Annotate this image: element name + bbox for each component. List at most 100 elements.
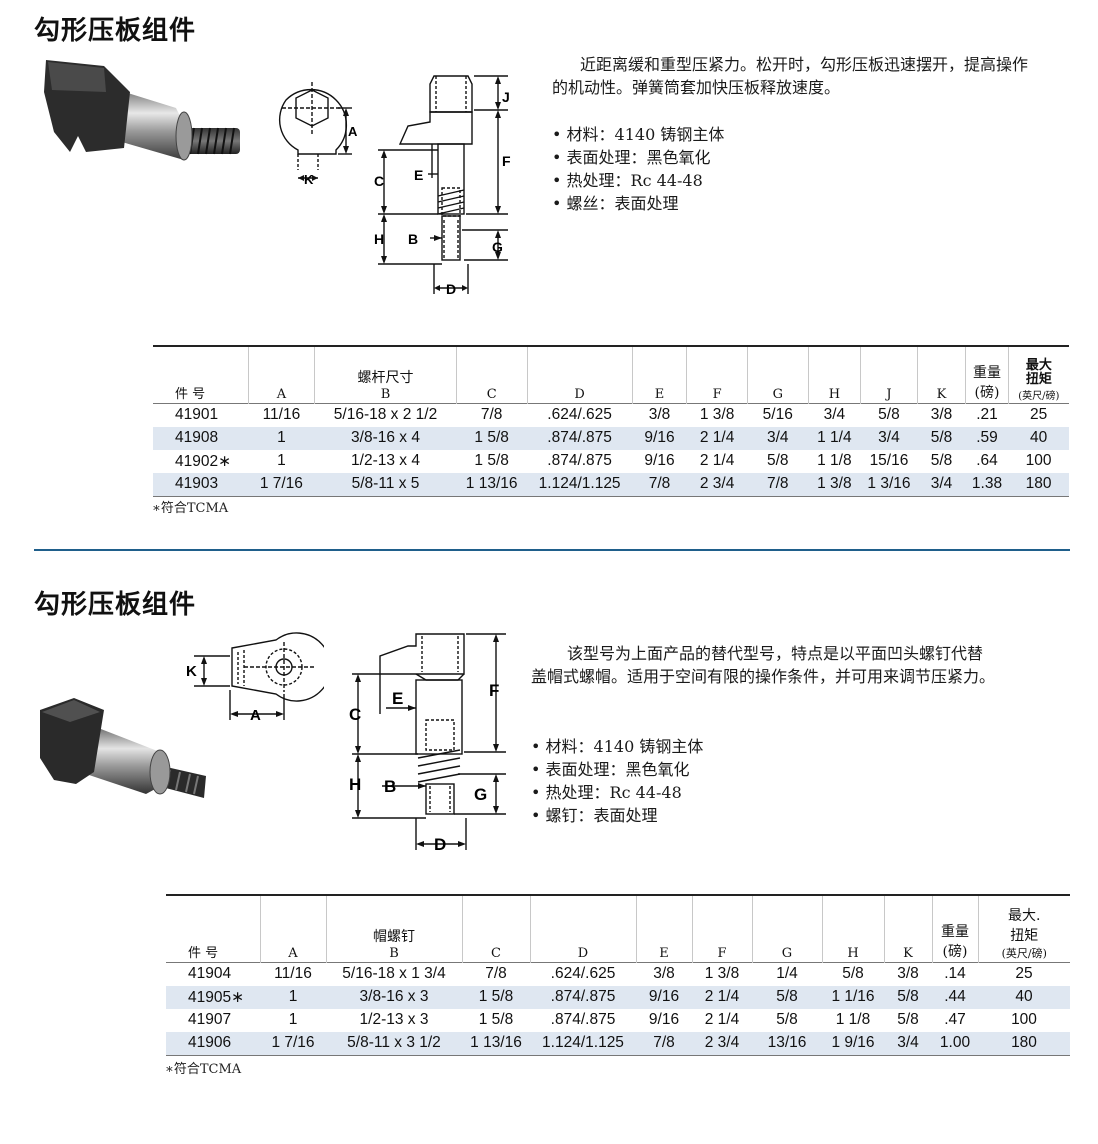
table-cell: 2 3/4	[692, 1031, 752, 1055]
table-cell: 180	[1008, 472, 1069, 496]
table-cell: 2 1/4	[699, 452, 735, 469]
table-cell: 3/8-16 x 4	[314, 426, 457, 450]
part-number-cell: 41908	[153, 426, 249, 450]
table-cell: 3/8	[653, 965, 675, 982]
table-cell: .874/.875	[530, 985, 636, 1009]
table-cell: 1	[288, 1011, 298, 1028]
table-cell: .874/.875	[547, 452, 612, 469]
part-number-cell: 41903	[153, 472, 249, 496]
label-K-2: K	[186, 663, 197, 680]
table-cell: 2 3/4	[686, 472, 748, 496]
label-C: C	[374, 173, 384, 189]
table-cell: 40	[1008, 426, 1069, 450]
table-cell: 7/8	[636, 1031, 692, 1055]
section2-features: 材料：4140 铸钢主体 表面处理：黑色氧化 热处理：Rc 44-48 螺钉：表…	[531, 735, 704, 827]
table-cell: 1 5/8	[462, 985, 530, 1009]
table-cell: .874/.875	[550, 1011, 616, 1028]
side-view-diagram-1: J F C E H B G D	[374, 75, 511, 297]
table-cell: 3/4	[823, 406, 846, 423]
table-cell: 1 3/8	[704, 965, 740, 982]
col-D: D	[526, 346, 633, 403]
col-torque-2: 最大.扭矩(英尺/磅)	[977, 895, 1070, 962]
table-cell: .47	[944, 1011, 966, 1028]
tcma-note-2: ∗符合TCMA	[165, 1062, 242, 1077]
table-cell: 1 7/16	[248, 472, 315, 496]
col-weight: 重量(磅)	[965, 346, 1009, 403]
table-cell: 1	[248, 426, 315, 450]
table-cell: 9/16	[644, 452, 675, 469]
label-E-2: E	[392, 689, 403, 708]
table-cell: 7/8	[480, 406, 503, 423]
feature-finish-2: 表面处理：黑色氧化	[531, 758, 703, 781]
table-cell: 5/8	[776, 1011, 798, 1028]
table-cell: 1 1/16	[822, 985, 884, 1009]
section2-title: 勾形压板组件	[34, 590, 197, 620]
table-cell: 1/2-13 x 3	[359, 1011, 429, 1028]
table-cell: 1.124/1.125	[530, 1031, 636, 1055]
table-cell: 1 3/8	[699, 406, 735, 423]
table-cell: 2 1/4	[704, 1011, 740, 1028]
feature-screw: 螺丝：表面处理	[552, 192, 724, 215]
col-H-2: H	[821, 895, 884, 962]
table-cell: 15/16	[869, 452, 909, 469]
table-cell: .624/.625	[550, 965, 616, 982]
table-cell: 9/16	[632, 426, 687, 450]
table-cell: 11/16	[274, 965, 312, 982]
hook-clamp-photo-2	[40, 698, 206, 798]
table-cell: .59	[965, 426, 1009, 450]
table-cell: 1.00	[932, 1031, 978, 1055]
table-cell: 100	[1025, 452, 1052, 469]
label-C-2: C	[349, 705, 361, 724]
feature-heat-treat: 热处理：Rc 44-48	[552, 169, 724, 192]
table-cell: .44	[932, 985, 978, 1009]
col-G: G	[746, 346, 809, 403]
table-cell: 1 13/16	[462, 1031, 530, 1055]
label-B: B	[408, 231, 418, 247]
table-cell: 1 13/16	[456, 472, 528, 496]
part-number-cell: 41905∗	[166, 985, 260, 1009]
feature-heat-treat-2: 热处理：Rc 44-48	[531, 781, 703, 804]
tcma-note-1: ∗符合TCMA	[152, 501, 229, 516]
label-J: J	[502, 89, 510, 105]
table-cell: 7/8	[632, 472, 687, 496]
table-cell: 13/16	[752, 1031, 822, 1055]
col-H: H	[807, 346, 861, 403]
table-cell: .874/.875	[527, 426, 633, 450]
table-cell: 3/4	[884, 1031, 932, 1055]
table-cell: 5/8	[930, 452, 953, 469]
col-G-2: G	[751, 895, 822, 962]
col-E: E	[631, 346, 687, 403]
table-cell: 3/4	[747, 426, 809, 450]
table-cell: 1/4	[776, 965, 798, 982]
table-cell: 100	[1011, 1011, 1037, 1028]
col-D-2: D	[529, 895, 636, 962]
table-cell: 3/8-16 x 3	[326, 985, 462, 1009]
part-number-cell: 41902∗	[175, 452, 232, 470]
table-cell: 1 5/8	[456, 426, 528, 450]
top-view-diagram-2: K A	[186, 632, 324, 724]
table-cell: 1.124/1.125	[527, 472, 633, 496]
table-cell: 1 7/16	[260, 1031, 326, 1055]
table-cell: 9/16	[636, 985, 692, 1009]
table-cell: 5/8	[884, 985, 932, 1009]
table-cell: 25	[1029, 406, 1048, 423]
col-A: A	[247, 346, 315, 403]
label-G: G	[492, 239, 503, 255]
table-cell: 3/8	[930, 406, 953, 423]
label-G-2: G	[474, 785, 487, 804]
part-number-cell: 41901	[175, 406, 219, 423]
part-number-cell: 41907	[188, 1011, 232, 1028]
col-K: K	[916, 346, 966, 403]
label-E: E	[414, 167, 423, 183]
table-cell: 2 1/4	[692, 985, 752, 1009]
label-A: A	[348, 124, 358, 139]
